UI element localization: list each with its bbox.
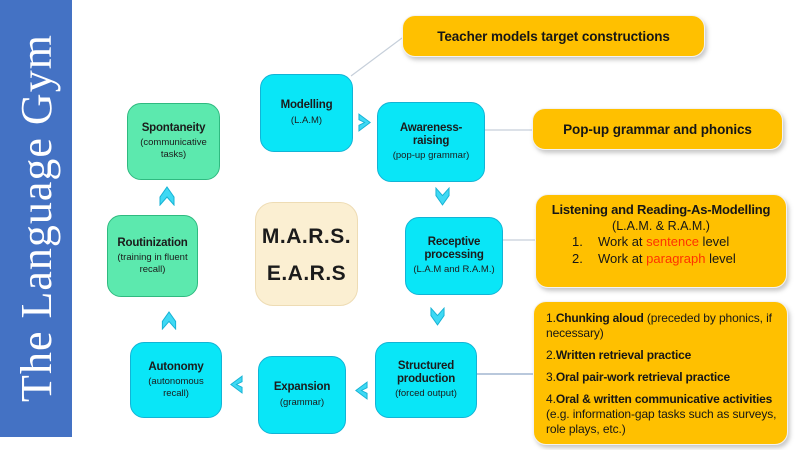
mars-line: M.A.R.S.	[261, 225, 352, 248]
stage-expansion: Expansion (grammar)	[258, 356, 346, 434]
practice-item: 4.Oral & written communicative activitie…	[546, 392, 777, 436]
stage-title: Structured production	[396, 359, 456, 386]
practice-item: 1.Chunking aloud (preceded by phonics, i…	[546, 311, 772, 340]
chevron-up-icon	[161, 311, 177, 330]
stage-subtitle: (L.A.M)	[290, 114, 323, 126]
listening-title: Listening and Reading-As-Modelling	[551, 202, 771, 217]
chevron-left-icon	[355, 381, 368, 400]
highlight-paragraph: paragraph	[646, 250, 706, 266]
stage-subtitle: (autonomous recall)	[148, 375, 204, 399]
chevron-right-icon	[358, 113, 371, 132]
callout-popup-grammar-text: Pop-up grammar and phonics	[563, 121, 752, 137]
stage-routinization: Routinization (training in fluent recall…	[107, 215, 198, 297]
practice-item: 3.Oral pair-work retrieval practice	[546, 370, 730, 384]
brand-sidebar: The Language Gym	[0, 0, 72, 437]
callout-teacher-models: Teacher models target constructions	[402, 15, 705, 57]
brand-title: The Language Gym	[12, 34, 61, 402]
stage-title: Modelling	[280, 99, 333, 112]
stage-awareness-raising: Awareness-raising (pop-up grammar)	[377, 102, 485, 182]
stage-title: Awareness-raising	[399, 121, 463, 148]
listening-subtitle: (L.A.M. & R.A.M.)	[612, 218, 710, 233]
stage-title: Receptive processing	[424, 235, 484, 262]
chevron-left-icon	[230, 375, 243, 394]
stage-modelling: Modelling (L.A.M)	[260, 74, 353, 152]
practice-item: 2.Written retrieval practice	[546, 348, 692, 362]
stage-title: Autonomy	[148, 360, 204, 373]
stage-autonomy: Autonomy (autonomous recall)	[130, 342, 222, 418]
ears-line: E.A.R.S	[266, 262, 347, 285]
highlight-sentence: sentence	[646, 233, 699, 249]
callout-listening-ram: Listening and Reading-As-Modelling (L.A.…	[535, 194, 787, 288]
stage-title: Expansion	[273, 381, 331, 394]
stage-spontaneity: Spontaneity (communicative tasks)	[127, 103, 220, 180]
stage-subtitle: (L.A.M and R.A.M.)	[413, 264, 495, 276]
stage-subtitle: (training in fluent recall)	[117, 251, 188, 275]
chevron-down-icon	[430, 306, 445, 326]
stage-title: Spontaneity	[141, 122, 206, 135]
listening-item: 1. Work at sentence level	[546, 234, 776, 251]
mars-ears-label: M.A.R.S. E.A.R.S	[255, 202, 358, 306]
line-modelling-teacher	[350, 37, 403, 77]
callout-production-practice: 1.Chunking aloud (preceded by phonics, i…	[533, 301, 788, 445]
chevron-down-icon	[435, 187, 450, 206]
listening-item-text: Work at sentence level	[598, 233, 730, 249]
stage-subtitle: (forced output)	[395, 388, 457, 400]
listening-item: 2. Work at paragraph level	[546, 251, 776, 268]
chevron-up-icon	[159, 186, 175, 206]
stage-structured-production: Structured production (forced output)	[375, 342, 477, 418]
stage-subtitle: (grammar)	[279, 396, 325, 408]
listening-item-text: Work at paragraph level	[598, 250, 736, 266]
stage-title: Routinization	[117, 236, 188, 249]
listening-item-number: 2.	[572, 250, 583, 266]
callout-popup-grammar: Pop-up grammar and phonics	[532, 108, 783, 150]
stage-receptive-processing: Receptive processing (L.A.M and R.A.M.)	[405, 217, 503, 295]
listening-item-number: 1.	[572, 233, 583, 249]
stage-subtitle: (communicative tasks)	[140, 137, 207, 161]
stage-subtitle: (pop-up grammar)	[392, 150, 470, 162]
callout-teacher-models-text: Teacher models target constructions	[437, 28, 670, 44]
